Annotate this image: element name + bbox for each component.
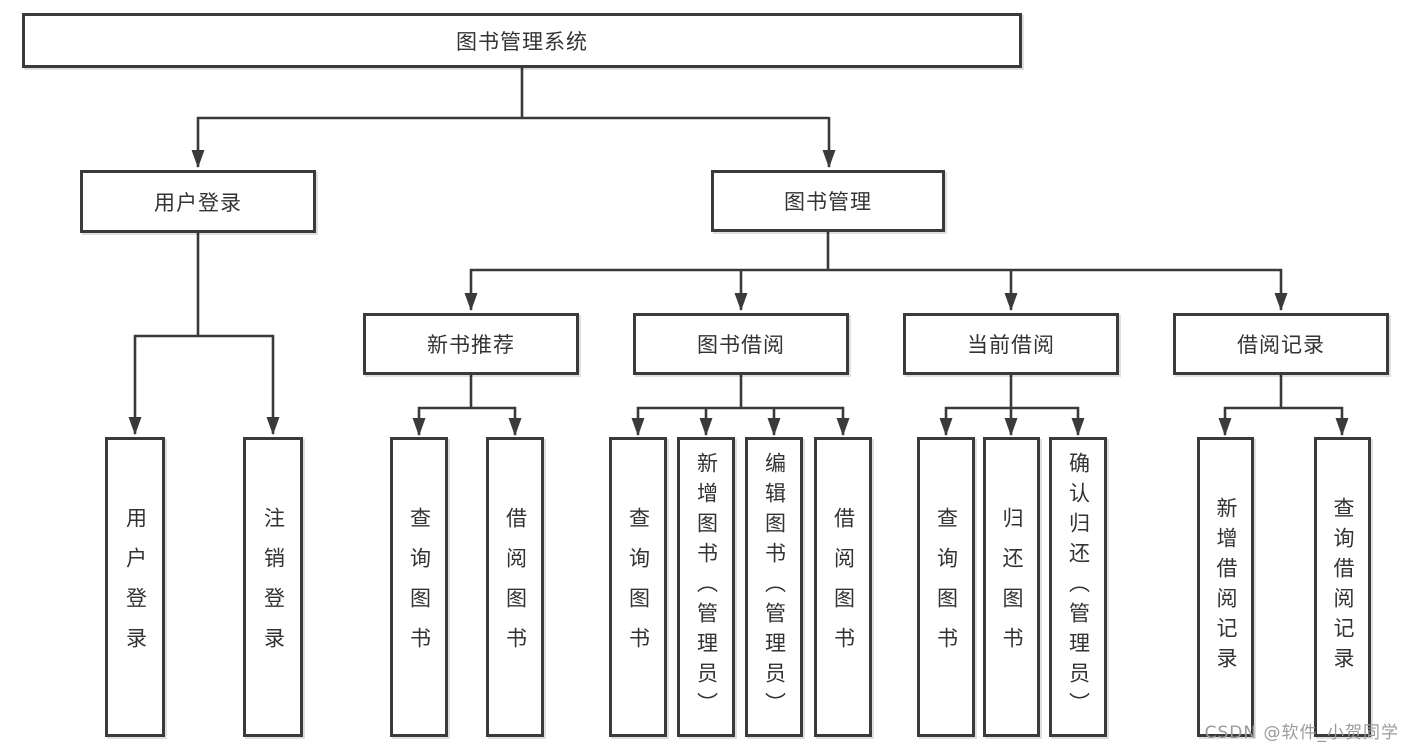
node-label: 归还图书 — [1000, 507, 1024, 667]
node-label: 查询图书 — [407, 507, 432, 667]
csdn-watermark: CSDN @软件_小贺同学 — [1204, 723, 1399, 743]
node-label: 查询图书 — [626, 507, 651, 667]
leaf-records-query-record: 查询借阅记录 — [1314, 437, 1371, 737]
node-label: 注销登录 — [261, 507, 286, 667]
node-label: 借阅记录 — [1237, 333, 1325, 357]
node-label: 用户登录 — [154, 190, 242, 215]
node-label: 查询图书 — [934, 507, 959, 667]
node-label: 图书借阅 — [697, 333, 785, 357]
leaf-borrow-query-books: 查询图书 — [609, 437, 667, 737]
leaf-records-add-record: 新增借阅记录 — [1197, 437, 1254, 737]
leaf-logout: 注销登录 — [243, 437, 303, 737]
node-label: 借阅图书 — [503, 507, 528, 667]
node-label: 新书推荐 — [427, 333, 515, 357]
node-label: 当前借阅 — [967, 333, 1055, 357]
node-system-root: 图书管理系统 — [22, 13, 1022, 68]
leaf-borrow-edit-books-admin: 编辑图书（管理员） — [745, 437, 803, 737]
leaf-current-return-books: 归还图书 — [983, 437, 1040, 737]
node-label: 查询借阅记录 — [1331, 497, 1355, 677]
leaf-recommend-borrow-books: 借阅图书 — [486, 437, 544, 737]
node-label: 图书管理系统 — [456, 29, 588, 54]
node-label: 借阅图书 — [831, 507, 856, 667]
node-label: 图书管理 — [784, 190, 872, 214]
node-label: 用户登录 — [123, 507, 148, 667]
node-user-login: 用户登录 — [80, 170, 316, 233]
leaf-current-query-books: 查询图书 — [917, 437, 975, 737]
leaf-user-login: 用户登录 — [105, 437, 165, 737]
node-label: 编辑图书（管理员） — [762, 452, 787, 722]
node-book-borrowing: 图书借阅 — [633, 313, 849, 375]
node-current-borrowing: 当前借阅 — [903, 313, 1119, 375]
node-new-book-recommend: 新书推荐 — [363, 313, 579, 375]
node-borrowing-records: 借阅记录 — [1173, 313, 1389, 375]
leaf-recommend-query-books: 查询图书 — [390, 437, 448, 737]
leaf-borrow-add-books-admin: 新增图书（管理员） — [677, 437, 735, 737]
node-book-management: 图书管理 — [711, 170, 945, 232]
node-label: 新增借阅记录 — [1214, 497, 1238, 677]
leaf-borrow-borrow-books: 借阅图书 — [814, 437, 872, 737]
node-label: 新增图书（管理员） — [694, 452, 719, 722]
leaf-current-confirm-return-admin: 确认归还（管理员） — [1049, 437, 1107, 737]
node-label: 确认归还（管理员） — [1066, 452, 1091, 722]
